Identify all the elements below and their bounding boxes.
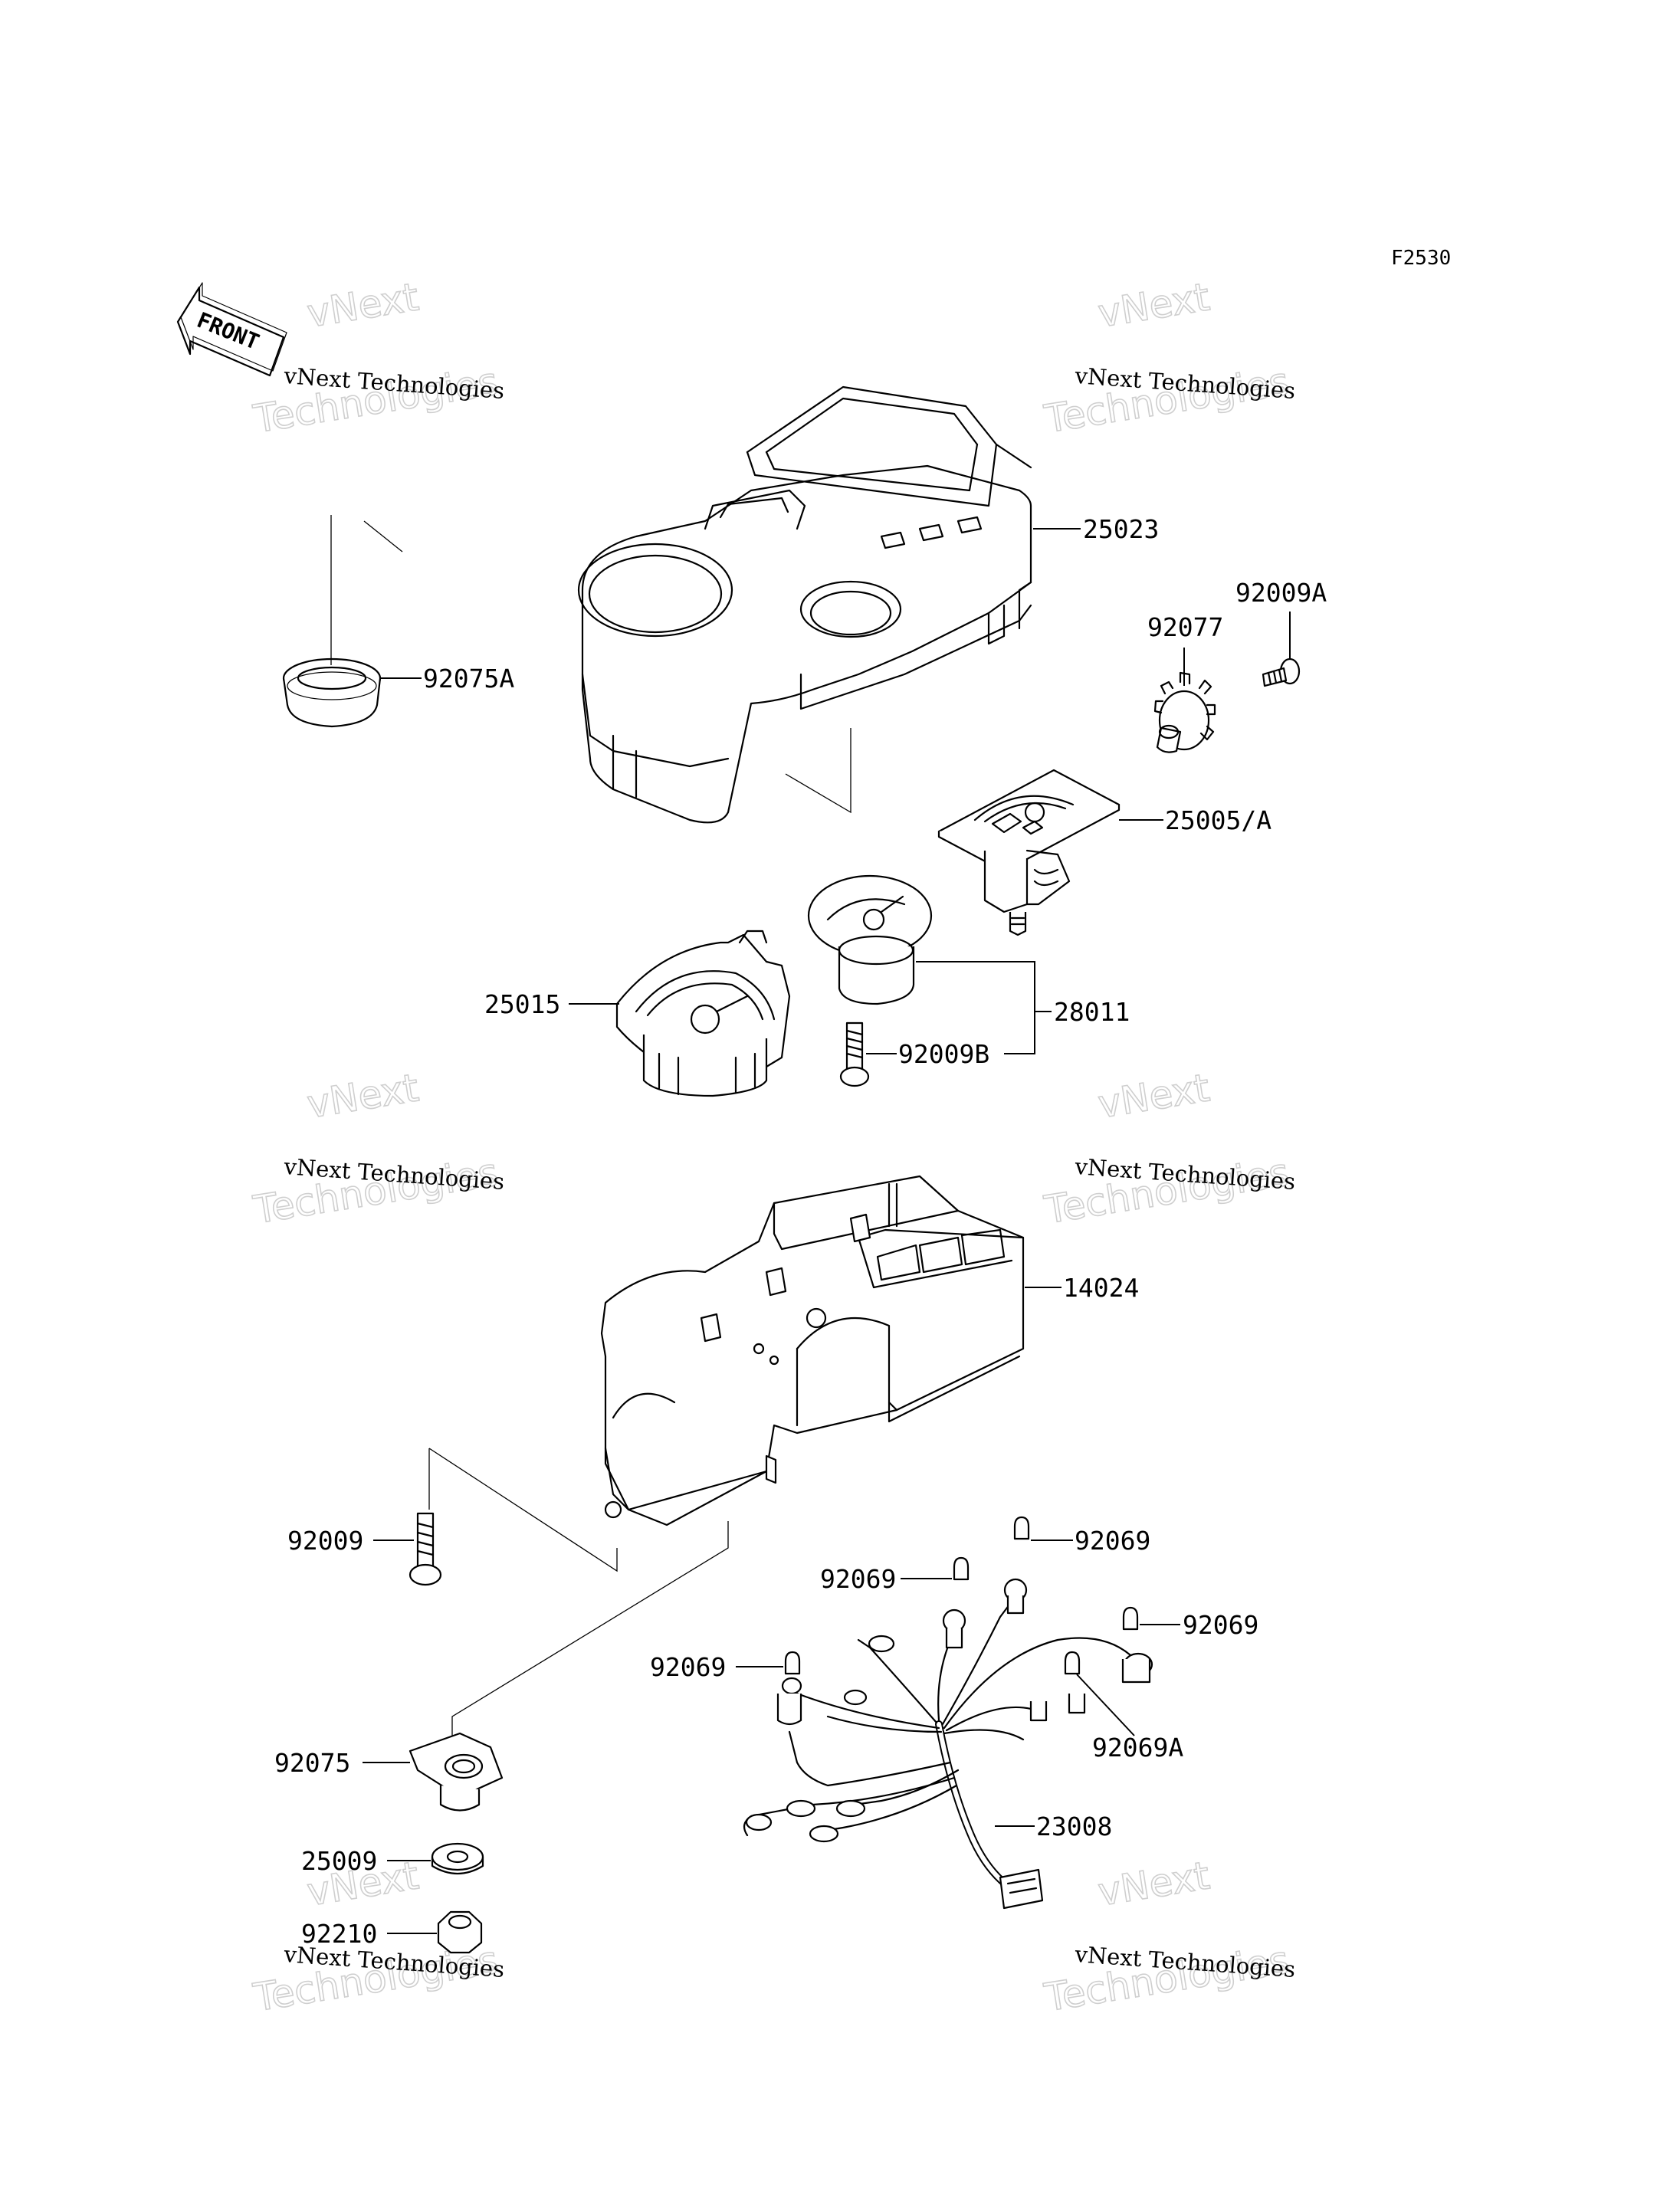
nut-92210 bbox=[437, 1910, 483, 1954]
assembly-line bbox=[451, 1521, 729, 1747]
collar-25009 bbox=[431, 1842, 484, 1874]
bulb-92069A bbox=[1064, 1651, 1081, 1675]
gauge-25005A bbox=[937, 769, 1121, 936]
part-label-92069A: 92069A bbox=[1092, 1733, 1183, 1763]
screw-92009 bbox=[409, 1512, 442, 1586]
watermark: vNext Technologies vNext Technologies bbox=[1041, 1853, 1297, 2021]
grommet-92075A bbox=[282, 657, 382, 728]
leader-28011 bbox=[916, 961, 1035, 1054]
figure-id: F2530 bbox=[1391, 247, 1451, 270]
part-label-92069: 92069 bbox=[650, 1652, 726, 1682]
part-label-92069: 92069 bbox=[820, 1564, 896, 1594]
part-label-92075A: 92075A bbox=[423, 664, 514, 694]
watermark-line1: vNext bbox=[1095, 1853, 1212, 1914]
gear-92077 bbox=[1153, 671, 1216, 753]
bulb-92069 bbox=[953, 1556, 970, 1581]
screw-92009A bbox=[1262, 657, 1301, 687]
watermark-line1: vNext bbox=[304, 1065, 422, 1126]
assembly-line bbox=[785, 728, 851, 814]
assembly-line bbox=[428, 1448, 618, 1572]
watermark: vNext Technologies vNext Technologies bbox=[250, 274, 506, 442]
front-arrow-icon: FRONT bbox=[176, 282, 287, 377]
part-label-25023: 25023 bbox=[1083, 514, 1159, 544]
part-label-92069: 92069 bbox=[1183, 1610, 1258, 1640]
part-label-25015: 25015 bbox=[484, 989, 560, 1019]
watermark: vNext Technologies vNext Technologies bbox=[1041, 274, 1297, 442]
part-label-92077: 92077 bbox=[1147, 612, 1223, 642]
watermark-line1: vNext bbox=[1095, 274, 1212, 336]
watermark: vNext Technologies vNext Technologies bbox=[250, 1065, 506, 1233]
bulb-92069 bbox=[1122, 1606, 1139, 1631]
part-label-92075: 92075 bbox=[274, 1748, 350, 1778]
bulb-92069 bbox=[784, 1651, 801, 1675]
damper-92075 bbox=[409, 1732, 504, 1812]
part-label-92009: 92009 bbox=[287, 1526, 363, 1556]
meter-cover-25023 bbox=[577, 385, 1032, 824]
part-label-25005A: 25005/A bbox=[1165, 805, 1271, 835]
part-label-25009: 25009 bbox=[301, 1846, 377, 1876]
leader-92069A bbox=[1076, 1674, 1135, 1736]
part-label-23008: 23008 bbox=[1036, 1812, 1112, 1841]
watermark-line1: vNext bbox=[304, 274, 422, 336]
assembly-line bbox=[363, 520, 403, 553]
watermark-line1: vNext bbox=[1095, 1065, 1212, 1126]
part-label-28011: 28011 bbox=[1054, 997, 1130, 1027]
part-label-14024: 14024 bbox=[1063, 1273, 1139, 1303]
part-label-92009B: 92009B bbox=[898, 1039, 989, 1069]
part-label-92210: 92210 bbox=[301, 1919, 377, 1949]
meter-25015 bbox=[615, 930, 791, 1097]
part-label-92009A: 92009A bbox=[1235, 578, 1327, 608]
part-label-92069: 92069 bbox=[1075, 1526, 1150, 1556]
screw-92009B bbox=[839, 1021, 870, 1087]
meter-case-14024 bbox=[600, 1175, 1025, 1526]
watermark: vNext Technologies vNext Technologies bbox=[1041, 1065, 1297, 1233]
bulb-92069 bbox=[1013, 1516, 1030, 1540]
gauge-28011 bbox=[807, 874, 933, 1005]
harness-23008 bbox=[743, 1578, 1153, 1910]
